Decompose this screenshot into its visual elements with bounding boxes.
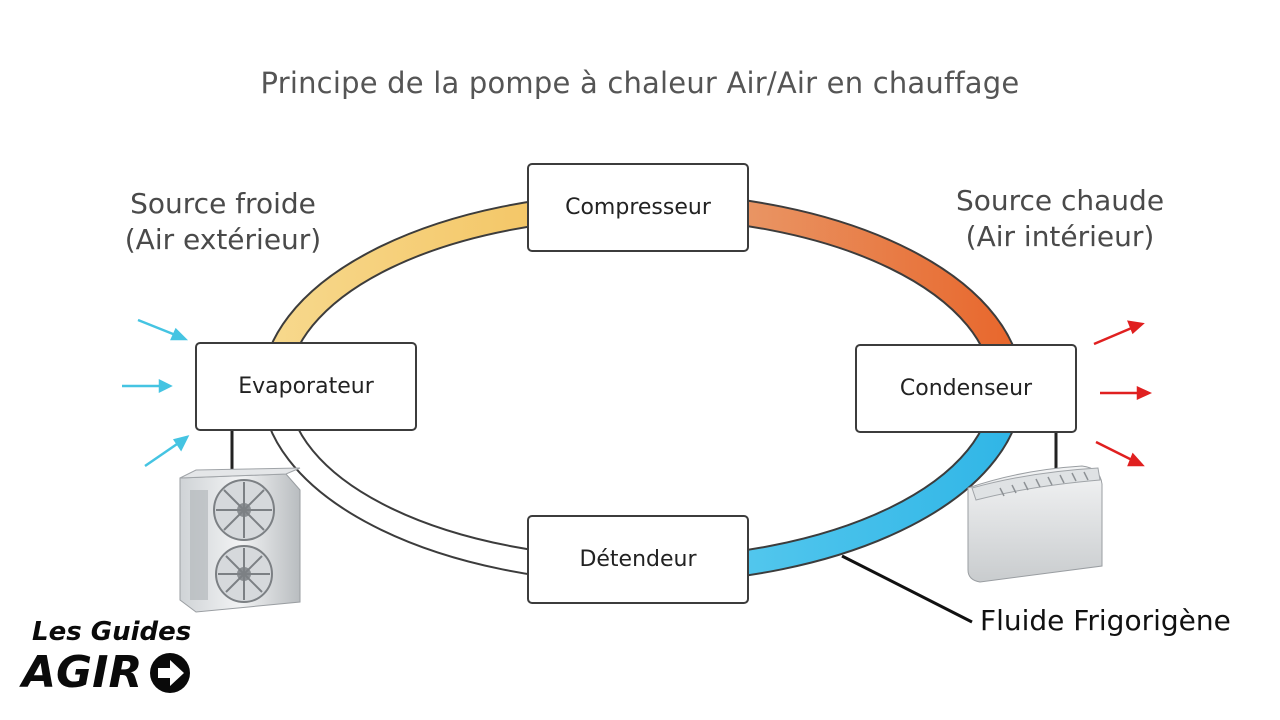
agir-logo: Les Guides AGIR — [22, 617, 232, 699]
cold-source-line1: Source froide — [130, 187, 316, 220]
condenser-box: Condenseur — [855, 344, 1077, 433]
cold-source-label: Source froide (Air extérieur) — [98, 186, 348, 258]
hot-source-label: Source chaude (Air intérieur) — [930, 183, 1190, 255]
evaporator-box: Evaporateur — [195, 342, 417, 431]
arrow-right-icon — [150, 653, 191, 693]
logo-line2: AGIR — [22, 647, 232, 699]
hot-source-line2: (Air intérieur) — [965, 220, 1155, 253]
refrigerant-fluid-label: Fluide Frigorigène — [980, 604, 1231, 637]
hot-source-line1: Source chaude — [955, 184, 1165, 217]
logo-line1: Les Guides — [32, 617, 192, 647]
indoor-unit-icon — [967, 465, 1103, 583]
outlet-arrows — [1093, 320, 1153, 467]
expansion-valve-box: Détendeur — [527, 515, 749, 604]
logo-agir-text: AGIR — [22, 647, 143, 698]
intake-arrows — [122, 318, 190, 468]
compressor-box: Compresseur — [527, 163, 749, 252]
cold-source-line2: (Air extérieur) — [124, 223, 322, 256]
fluid-pointer-line — [841, 554, 973, 624]
outdoor-unit-icon — [179, 467, 301, 613]
diagram-title: Principe de la pompe à chaleur Air/Air e… — [260, 66, 1020, 100]
